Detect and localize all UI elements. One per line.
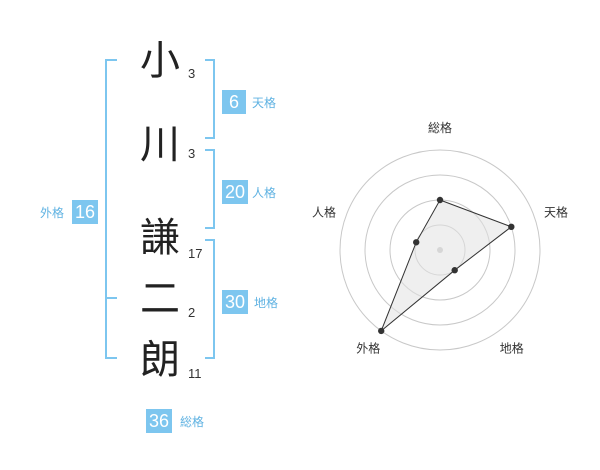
radar-point-1 — [436, 196, 444, 204]
radar-axis-label-4: 外格 — [356, 341, 380, 356]
radar-axis-label-1: 総格 — [428, 120, 452, 135]
radar-point-2 — [508, 223, 515, 231]
radar-axis-label-2: 天格 — [544, 204, 568, 219]
radar-point-4 — [378, 327, 385, 335]
radar-point-5 — [413, 239, 420, 246]
stroke-count-3: 17 — [188, 246, 203, 261]
chikaku-label: 地格 — [254, 296, 279, 310]
radar-axis-label-3: 地格 — [500, 341, 524, 356]
tenkaku-label: 天格 — [252, 96, 277, 110]
jinkaku-badge: 20 — [222, 180, 249, 204]
name-char-2: 川 — [140, 122, 180, 168]
soukaku-label: 総格 — [180, 415, 205, 429]
stroke-count-1: 3 — [188, 66, 196, 81]
name-char-3: 謙 — [140, 215, 180, 261]
radar-area — [380, 199, 513, 332]
tenkaku-bracket — [205, 59, 215, 139]
stroke-count-4: 2 — [188, 305, 196, 320]
stroke-count-5: 11 — [188, 366, 202, 381]
radar-ring-3 — [364, 174, 516, 326]
radar-axis-label-5: 人格 — [312, 204, 336, 219]
radar-points — [378, 196, 515, 335]
chikaku-badge: 30 — [222, 290, 249, 314]
tenkaku-badge: 6 — [222, 90, 246, 114]
gaikaku-label: 外格 — [40, 206, 65, 220]
chikaku-bracket — [205, 239, 215, 359]
jinkaku-label: 人格 — [252, 186, 277, 200]
stroke-count-2: 3 — [188, 146, 196, 161]
name-char-4: 二 — [140, 276, 180, 322]
name-char-1: 小 — [140, 38, 180, 84]
soukaku-badge: 36 — [146, 409, 173, 433]
gaikaku-badge: 16 — [72, 200, 99, 224]
name-char-5: 朗 — [140, 337, 180, 383]
jinkaku-bracket — [205, 149, 215, 229]
radar-ring-4 — [339, 149, 541, 351]
gaikaku-bracket — [105, 59, 117, 359]
radar-polygon — [380, 199, 513, 332]
radar-point-3 — [451, 267, 458, 274]
